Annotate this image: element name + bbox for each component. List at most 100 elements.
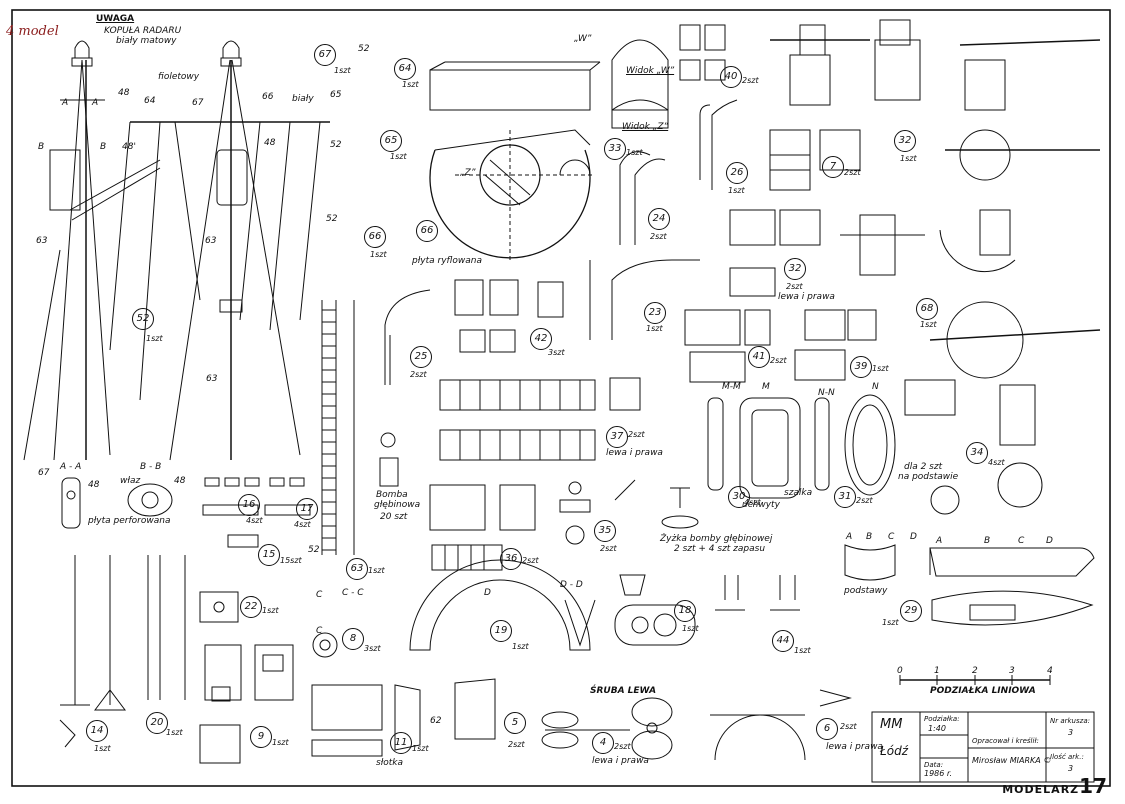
- label-bialy: biały: [292, 94, 314, 104]
- part-number: 14: [86, 720, 108, 742]
- part-number: 31: [834, 486, 856, 508]
- scale-tick: 3: [1009, 666, 1015, 676]
- publisher-logo: 4 model: [6, 20, 59, 39]
- part-qty: 2szt: [840, 722, 857, 731]
- part-qty: 2szt: [856, 496, 873, 505]
- part-number: 63: [346, 558, 368, 580]
- misc-middle: [379, 432, 800, 651]
- boat-d: D: [1046, 536, 1053, 546]
- note-z-quote: „Z”: [460, 168, 476, 178]
- propeller-drawings: [541, 689, 852, 761]
- ref-52b: 52: [330, 140, 342, 150]
- note-lewa-prawa-37: lewa i prawa: [606, 448, 663, 458]
- sec-mm: M-M: [722, 382, 741, 392]
- sec-c1: C: [316, 590, 323, 600]
- part-number: 41: [748, 346, 770, 368]
- part-qty: 2szt: [650, 232, 667, 241]
- ref-48c: 48: [264, 138, 276, 148]
- part-qty: 1szt: [882, 618, 899, 627]
- note-line1: KOPUŁA RADARU: [104, 26, 182, 36]
- part-number: 23: [644, 302, 666, 324]
- scale-tick: 1: [934, 666, 940, 676]
- part-number: 24: [648, 208, 670, 230]
- part-number: 44: [772, 630, 794, 652]
- note-lewa-prawa-32: lewa i prawa: [778, 292, 835, 302]
- part-qty: 1szt: [390, 152, 407, 161]
- part-number: 6: [816, 718, 838, 740]
- scale-label: Podziałka:: [924, 715, 960, 723]
- part-number: 25: [410, 346, 432, 368]
- boat-c: C: [1018, 536, 1025, 546]
- part-qty: 15szt: [280, 556, 302, 565]
- part-number: 11: [390, 732, 412, 754]
- base-d: D: [910, 532, 917, 542]
- note-line2: biały matowy: [116, 36, 177, 46]
- part-number: 32: [784, 258, 806, 280]
- ref-a2: A: [92, 98, 99, 108]
- part-qty: 1szt: [728, 186, 745, 195]
- sheet-count-label: Ilość ark.:: [1050, 753, 1084, 761]
- ref-52a: 52: [358, 44, 370, 54]
- radar-platform-drawing: [429, 24, 726, 260]
- sec-n: N: [872, 382, 879, 392]
- sec-nn: N-N: [818, 388, 835, 398]
- part-qty: 1szt: [682, 624, 699, 633]
- base-b: B: [866, 532, 873, 542]
- part-qty: 1szt: [272, 738, 289, 747]
- part-qty: 1szt: [262, 606, 279, 615]
- part-number: 22: [240, 596, 262, 618]
- part-qty: 1szt: [794, 646, 811, 655]
- part-number: 9: [250, 726, 272, 748]
- part-number: 40: [720, 66, 742, 88]
- title-block: MM Łódź Podziałka: 1:40 Data: 1986 r. Op…: [872, 712, 1094, 782]
- note-uchwyty: uchwyty: [742, 500, 780, 510]
- ref-67: 67: [192, 98, 204, 108]
- sec-c2: C: [316, 626, 323, 636]
- part-number: 52: [132, 308, 154, 330]
- city: Łódź: [880, 744, 909, 758]
- label-plyta-perforowana: płyta perforowana: [88, 516, 171, 526]
- ref-48e: 48: [174, 476, 186, 486]
- part-qty: 1szt: [920, 320, 937, 329]
- liferaft-drawings: [707, 394, 896, 499]
- part-number: 42: [530, 328, 552, 350]
- part-qty: 1szt: [626, 148, 643, 157]
- part-qty: 2szt: [614, 742, 631, 751]
- note-zyzka-2: 2 szt + 4 szt zapasu: [674, 544, 766, 554]
- part-qty: 1szt: [412, 744, 429, 753]
- date-value: 1986 r.: [924, 769, 952, 778]
- ref-52c: 52: [326, 214, 338, 224]
- label-fioletowy: fioletowy: [158, 72, 200, 82]
- part-number: 32: [894, 130, 916, 152]
- scale-tick: 4: [1047, 666, 1053, 676]
- author-name: Mirosław MIARKA ©: [972, 756, 1052, 765]
- note-slotka: słotka: [376, 758, 404, 768]
- part-qty: 1szt: [872, 364, 889, 373]
- note-podstawy: podstawy: [844, 586, 888, 596]
- part-qty: 1szt: [512, 642, 529, 651]
- part-qty: 1szt: [334, 66, 351, 75]
- lockers-drawing: [454, 209, 877, 383]
- part-qty: 2szt: [600, 544, 617, 553]
- part-number: 18: [674, 600, 696, 622]
- note-dla-2: na podstawie: [898, 472, 959, 482]
- note-bomba-3: 20 szt: [380, 512, 408, 522]
- date-label: Data:: [924, 761, 944, 769]
- part-number: 30: [728, 486, 750, 508]
- lower-left-fittings: [59, 477, 496, 764]
- part-qty: 2szt: [770, 356, 787, 365]
- ref-63c: 63: [206, 374, 218, 384]
- ref-48d: 48: [88, 480, 100, 490]
- label-wlaz: właz: [120, 476, 141, 486]
- note-widok-z: Widok „Z”: [622, 122, 669, 132]
- part-qty: 1szt: [900, 154, 917, 163]
- part-qty: 2szt: [508, 740, 525, 749]
- mast-sections: [61, 477, 173, 529]
- part-number: 16: [238, 494, 260, 516]
- ref-48a: 48: [118, 88, 130, 98]
- note-lewa-prawa-4: lewa i prawa: [592, 756, 649, 766]
- part-qty: 1szt: [166, 728, 183, 737]
- ref-64: 64: [144, 96, 156, 106]
- sheet-no-label: Nr arkusza:: [1050, 717, 1090, 725]
- part-qty: 2szt: [628, 430, 645, 439]
